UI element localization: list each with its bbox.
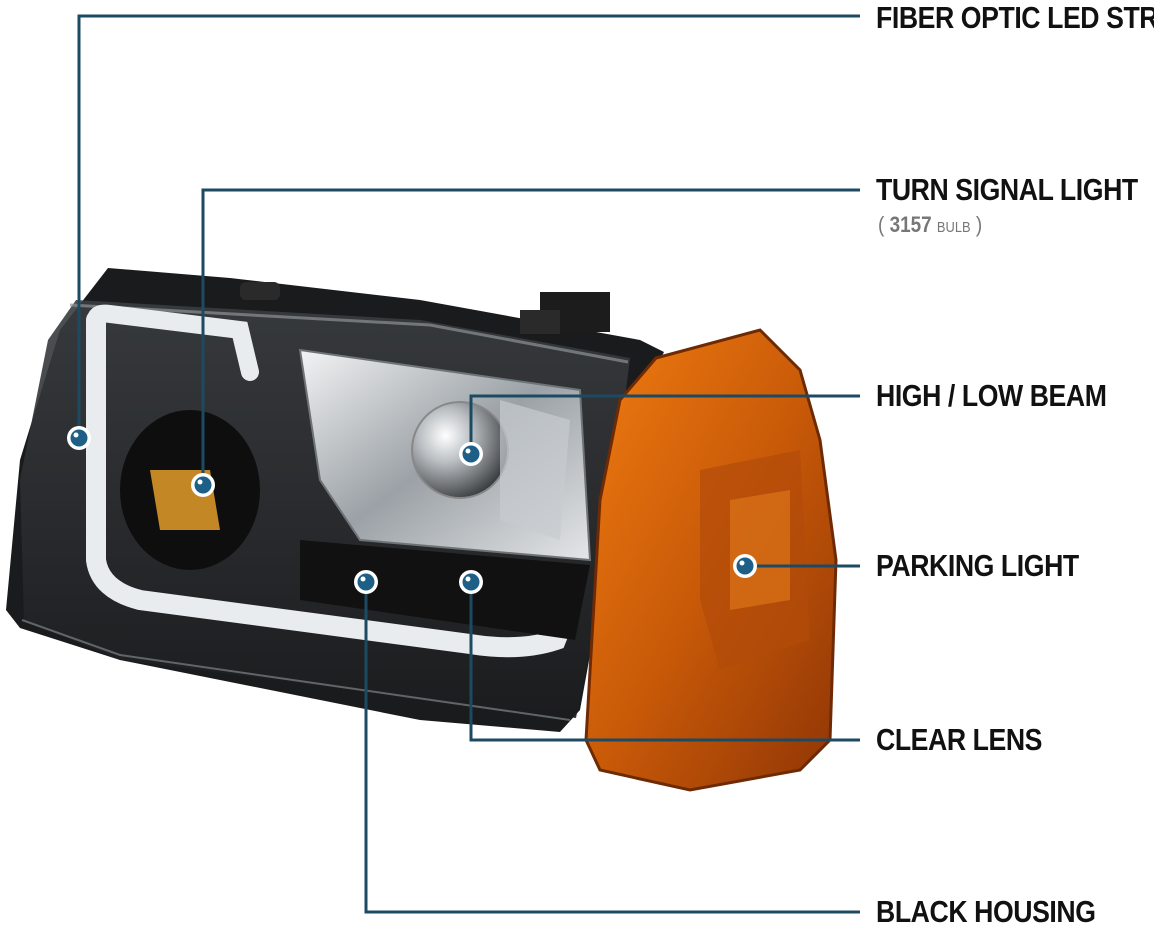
leader-turn-signal — [201, 188, 860, 485]
clear-lens-label: CLEAR LENS — [876, 722, 1043, 757]
marker-turn-signal — [191, 473, 215, 497]
marker-parking-light — [733, 554, 757, 578]
bulb-close-paren: ) — [975, 212, 983, 237]
turn-signal-bulb-note: ( 3157 BULB ) — [878, 212, 982, 238]
parking-light-label: PARKING LIGHT — [876, 548, 1079, 583]
callout-markers — [67, 426, 757, 594]
parking-light-shape — [584, 328, 838, 792]
bulb-word: BULB — [936, 219, 971, 236]
turn-signal-shape — [120, 410, 260, 570]
fiber-optic-label: FIBER OPTIC LED STRIP — [876, 0, 1154, 35]
high-low-beam-shape — [298, 348, 592, 562]
high-low-beam-label: HIGH / LOW BEAM — [876, 378, 1107, 413]
leader-high-low-beam — [469, 394, 860, 454]
bulb-number: 3157 — [889, 212, 932, 237]
marker-black-housing — [354, 570, 378, 594]
housing-inner-shape — [300, 540, 590, 640]
leader-black-housing — [364, 582, 860, 914]
leader-lines — [77, 14, 860, 914]
marker-clear-lens — [459, 570, 483, 594]
leader-fiber-optic — [77, 14, 860, 438]
black-housing-label: BLACK HOUSING — [876, 894, 1096, 929]
connector-shape — [240, 282, 610, 334]
marker-high-low-beam — [459, 442, 483, 466]
leader-clear-lens — [469, 582, 860, 742]
marker-fiber-optic — [67, 426, 91, 450]
turn-signal-label: TURN SIGNAL LIGHT — [876, 172, 1138, 207]
bulb-open-paren: ( — [878, 212, 885, 237]
